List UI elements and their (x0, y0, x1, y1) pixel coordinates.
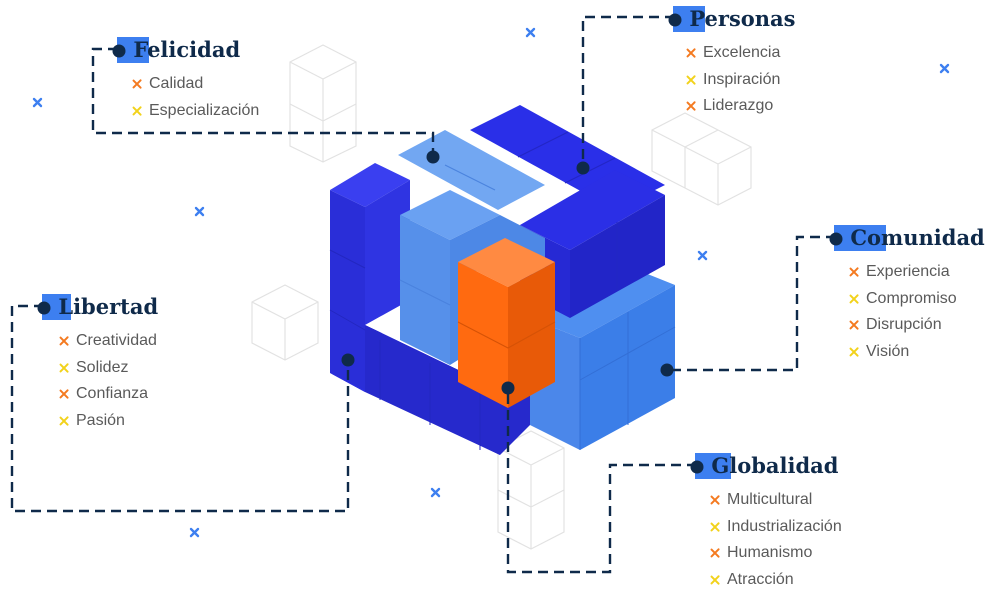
list-item-label: Compromiso (866, 289, 957, 307)
list-item-label: Confianza (76, 385, 149, 402)
list-item-label: Multicultural (727, 491, 813, 508)
list-item: Creatividad (59, 328, 158, 355)
orange-x-marker-icon (849, 267, 859, 277)
bullet-dot-icon (690, 460, 704, 474)
list-item: Pasión (59, 408, 158, 435)
list-item-label: Disrupción (866, 316, 942, 333)
yellow-x-marker-icon (710, 522, 720, 532)
bullet-dot-icon (112, 44, 126, 58)
orange-x-marker-icon (132, 79, 142, 89)
yellow-x-marker-icon (132, 106, 142, 116)
cube-block-left (329, 163, 530, 455)
list-item-label: Industrialización (727, 517, 842, 535)
orange-x-marker-icon (686, 48, 696, 58)
list-item-label: Liderazgo (703, 97, 774, 114)
list-item-label: Especialización (149, 101, 260, 119)
orange-x-marker-icon (849, 320, 859, 330)
connector-libertad (10, 304, 350, 513)
bullet-dot-icon (668, 13, 682, 27)
connector-globalidad (506, 388, 697, 574)
list-item-label: Experiencia (866, 263, 950, 280)
group-title-globalidad: Globalidad (711, 453, 839, 478)
list-item-label: Inspiración (703, 70, 781, 88)
connector-comunidad (667, 235, 836, 372)
anchor-dots (341, 150, 674, 395)
bullet-dot-icon (829, 232, 843, 246)
list-item: Confianza (59, 381, 158, 408)
list-item: Experiencia (849, 259, 985, 286)
list-item-label: Pasión (76, 411, 125, 429)
decorative-x-markers (32, 27, 950, 538)
list-item-label: Creatividad (76, 332, 157, 349)
group-title-libertad: Libertad (58, 294, 159, 319)
orange-x-marker-icon (710, 495, 720, 505)
list-item: Humanismo (710, 540, 842, 567)
yellow-x-marker-icon (686, 75, 696, 85)
list-item: Liderazgo (686, 93, 796, 120)
yellow-x-marker-icon (849, 347, 859, 357)
orange-x-marker-icon (710, 548, 720, 558)
list-item: Especialización (132, 98, 259, 125)
list-item: Solidez (59, 355, 158, 382)
group-title-personas: Personas (689, 6, 796, 31)
list-item-label: Solidez (76, 358, 129, 376)
orange-x-marker-icon (59, 389, 69, 399)
background-wireframe-cubes (251, 44, 752, 550)
connector-personas (581, 15, 675, 168)
list-item: Excelencia (686, 40, 796, 67)
list-item: Compromiso (849, 286, 985, 313)
yellow-x-marker-icon (710, 575, 720, 585)
orange-x-marker-icon (686, 101, 696, 111)
list-item-label: Humanismo (727, 544, 813, 561)
group-title-comunidad: Comunidad (850, 225, 985, 250)
list-item: Atracción (710, 567, 842, 591)
bullet-dot-icon (37, 301, 51, 315)
orange-x-marker-icon (59, 336, 69, 346)
list-item: Industrialización (710, 514, 842, 541)
list-item: Multicultural (710, 487, 842, 514)
group-title-felicidad: Felicidad (133, 37, 241, 62)
list-item-label: Excelencia (703, 44, 781, 61)
yellow-x-marker-icon (59, 416, 69, 426)
list-item-label: Visión (866, 342, 910, 360)
list-item-label: Calidad (149, 75, 204, 92)
cube-block-orange-column (457, 238, 556, 408)
yellow-x-marker-icon (849, 294, 859, 304)
list-item: Visión (849, 339, 985, 366)
list-item: Calidad (132, 71, 259, 98)
list-item: Disrupción (849, 312, 985, 339)
connector-felicidad (91, 47, 435, 157)
connector-lines (10, 15, 836, 574)
cube-block-right (530, 265, 676, 450)
title-highlight (834, 225, 886, 251)
list-item-label: Atracción (727, 570, 794, 588)
list-item: Inspiración (686, 67, 796, 94)
yellow-x-marker-icon (59, 363, 69, 373)
